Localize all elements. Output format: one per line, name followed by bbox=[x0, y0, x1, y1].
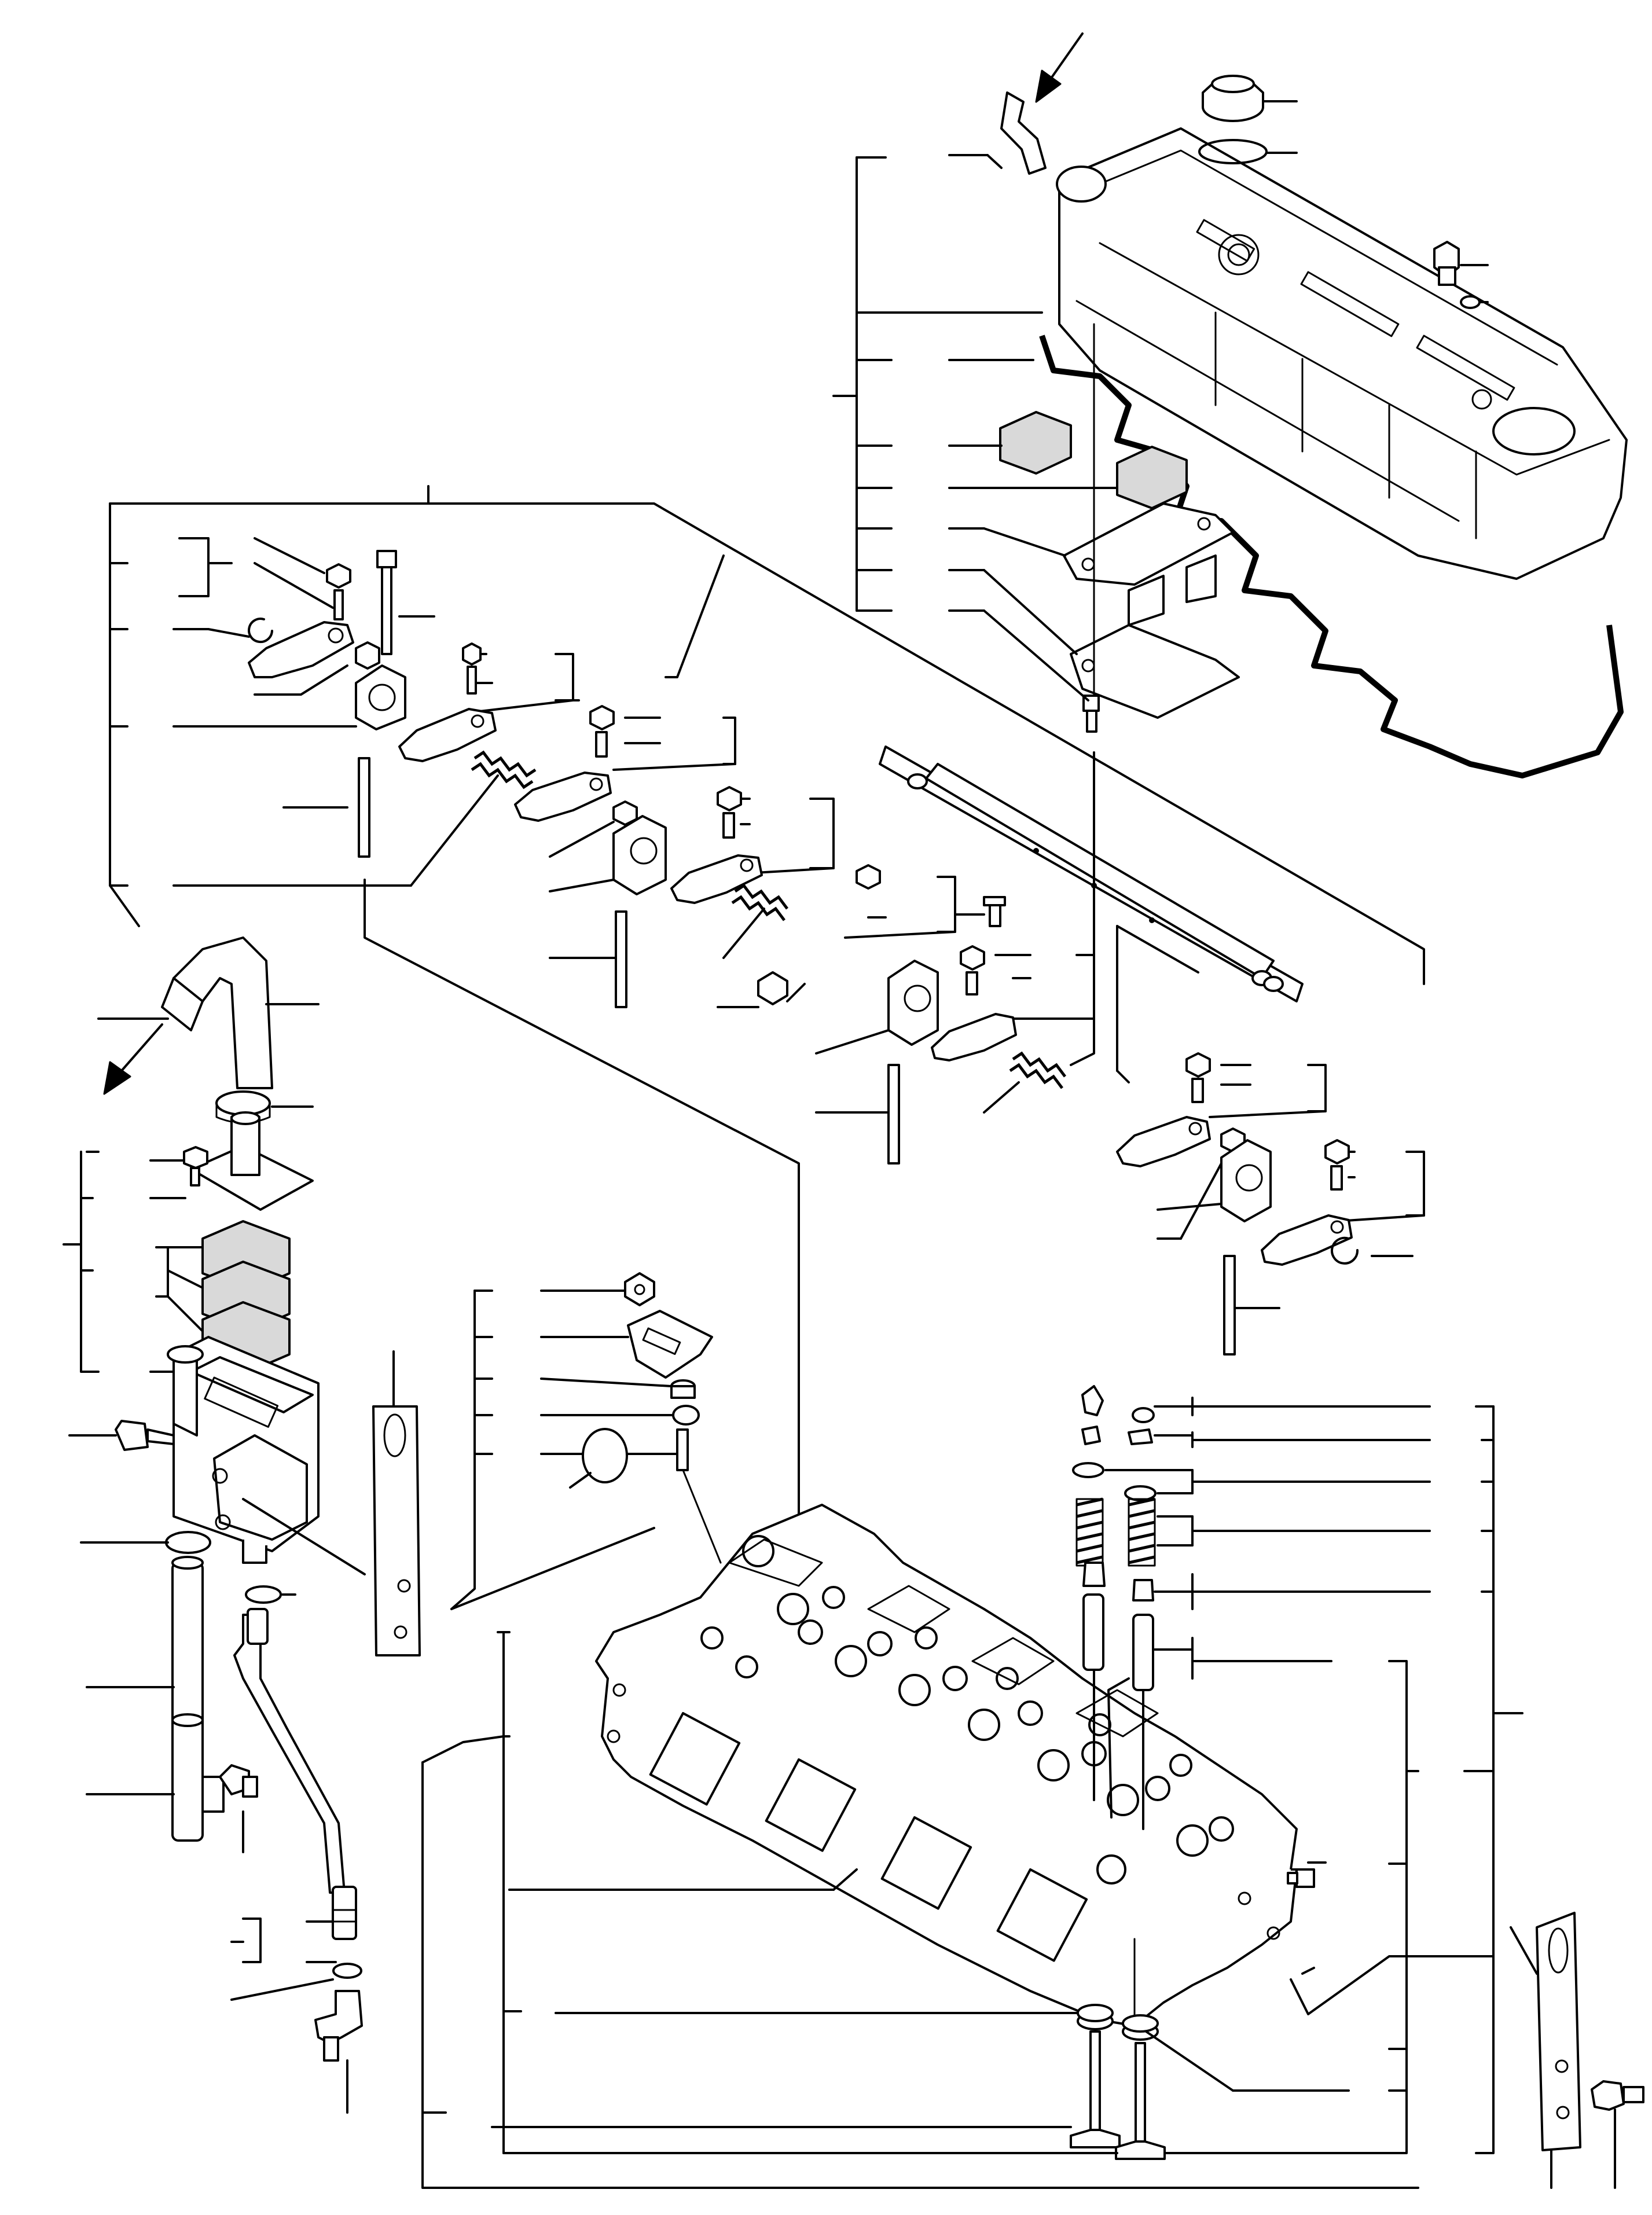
cover-seal-block-2 bbox=[1116, 446, 1188, 509]
hose-clip-upper bbox=[215, 1090, 271, 1116]
stem-seal-2 bbox=[1132, 1579, 1154, 1601]
valves-group bbox=[421, 1631, 1419, 2189]
rocker-station-2 bbox=[398, 642, 580, 789]
frost-plug bbox=[569, 1428, 628, 1489]
breather-outlet-arrow bbox=[103, 1023, 163, 1095]
bracket-bolt bbox=[1082, 695, 1100, 733]
breather-outlet-hose bbox=[172, 936, 273, 1089]
drain-hose bbox=[233, 1608, 357, 1940]
stud-3 bbox=[615, 910, 627, 1008]
circlip-1 bbox=[248, 618, 273, 644]
adjust-nut-1 bbox=[326, 563, 351, 589]
rocker-shaft bbox=[879, 745, 1304, 1002]
valve-collet-2 bbox=[1128, 1428, 1153, 1445]
valve-exhaust bbox=[1115, 2042, 1166, 2160]
rocker-group bbox=[109, 485, 1425, 1356]
rocker-station-4 bbox=[717, 864, 1095, 1165]
valve-intake bbox=[1070, 2030, 1121, 2148]
clamp-seal-ring bbox=[672, 1405, 700, 1426]
stem-seal-1 bbox=[1082, 1562, 1106, 1587]
valve-cover-group bbox=[832, 32, 1628, 778]
rocker-station-1 bbox=[172, 537, 499, 887]
lifting-hook-front bbox=[372, 1350, 421, 1656]
rocker-arm-3 bbox=[514, 772, 612, 822]
hose-clip-middle bbox=[165, 1531, 211, 1554]
injector-clamp bbox=[627, 1310, 713, 1379]
spring-retainer-1 bbox=[1072, 1462, 1104, 1478]
rocker-bracket-3 bbox=[612, 815, 667, 895]
end-circlip bbox=[1331, 1236, 1359, 1265]
injector-clamp-group bbox=[450, 1272, 722, 1610]
separator-flange-bolt bbox=[115, 1420, 175, 1451]
valve-spring-1 bbox=[1075, 1497, 1104, 1567]
separator-top-plate bbox=[190, 1111, 314, 1211]
cylinder-head bbox=[595, 1504, 1298, 2027]
cover-bracket-plate bbox=[1063, 502, 1234, 586]
hose-clip-bottom bbox=[332, 1963, 362, 1979]
rocker-bracket-1 bbox=[355, 664, 406, 730]
rocker-station-5 bbox=[1116, 1052, 1425, 1356]
cover-nut bbox=[1433, 241, 1460, 286]
separator-housing bbox=[167, 1336, 320, 1564]
stud-4 bbox=[887, 1064, 900, 1165]
rocker-arm-4 bbox=[931, 1013, 1017, 1061]
breather-inlet-arrow bbox=[1035, 32, 1084, 103]
stud-5 bbox=[1223, 1255, 1236, 1356]
lifting-hook-rear bbox=[1510, 1912, 1644, 2189]
bracket-bolt-1 bbox=[376, 550, 397, 655]
spring-retainer-2 bbox=[1124, 1485, 1157, 1501]
valve-collet-3 bbox=[1081, 1426, 1101, 1445]
stud-1 bbox=[358, 757, 370, 858]
spring-3 bbox=[731, 883, 788, 921]
drain-banjo-bolt bbox=[201, 1764, 258, 1813]
valve-cover-gasket bbox=[1039, 335, 1624, 778]
drain-tube-lower bbox=[171, 1713, 204, 1842]
bracket-nut-4 bbox=[717, 971, 806, 1008]
breather-hose bbox=[1000, 91, 1047, 175]
valve-cover-body bbox=[1058, 127, 1628, 580]
spring-2 bbox=[471, 750, 537, 789]
rocker-arm-1 bbox=[248, 621, 354, 678]
rocker-arm-5b bbox=[1261, 1214, 1353, 1266]
valve-spring-2 bbox=[1128, 1497, 1156, 1567]
valve-cap-2 bbox=[1132, 1407, 1155, 1423]
rocker-arm-5 bbox=[1116, 1116, 1211, 1167]
valve-guide-1 bbox=[1082, 1593, 1104, 1671]
hose-clip-lower bbox=[245, 1585, 282, 1604]
drain-tube-upper bbox=[171, 1556, 204, 1738]
valve-collet-1 bbox=[1081, 1385, 1104, 1416]
spring-4 bbox=[1009, 1051, 1066, 1089]
valve-guide-2 bbox=[1132, 1614, 1154, 1691]
oil-filler-cap bbox=[1202, 75, 1264, 122]
drain-elbow-fitting bbox=[314, 1990, 363, 2062]
clamp-washer bbox=[670, 1379, 696, 1399]
rocker-bracket-5 bbox=[1220, 1139, 1272, 1222]
valve-train-group bbox=[1072, 1385, 1523, 2154]
breather-group bbox=[63, 936, 366, 2114]
clamp-nut bbox=[624, 1272, 655, 1306]
head-side-plug bbox=[1287, 1861, 1327, 1888]
adjust-screw-1 bbox=[333, 589, 344, 620]
valve-seat-insert-2 bbox=[1122, 2014, 1159, 2041]
hook-bolt bbox=[1591, 2080, 1644, 2111]
valve-seat-insert-1 bbox=[1077, 2004, 1114, 2030]
rocker-arm-3b bbox=[670, 854, 763, 904]
clamp-stud bbox=[676, 1428, 689, 1471]
separator-screw bbox=[183, 1146, 208, 1187]
rocker-station-3 bbox=[514, 705, 835, 1008]
cover-seal-block-1 bbox=[999, 411, 1072, 475]
